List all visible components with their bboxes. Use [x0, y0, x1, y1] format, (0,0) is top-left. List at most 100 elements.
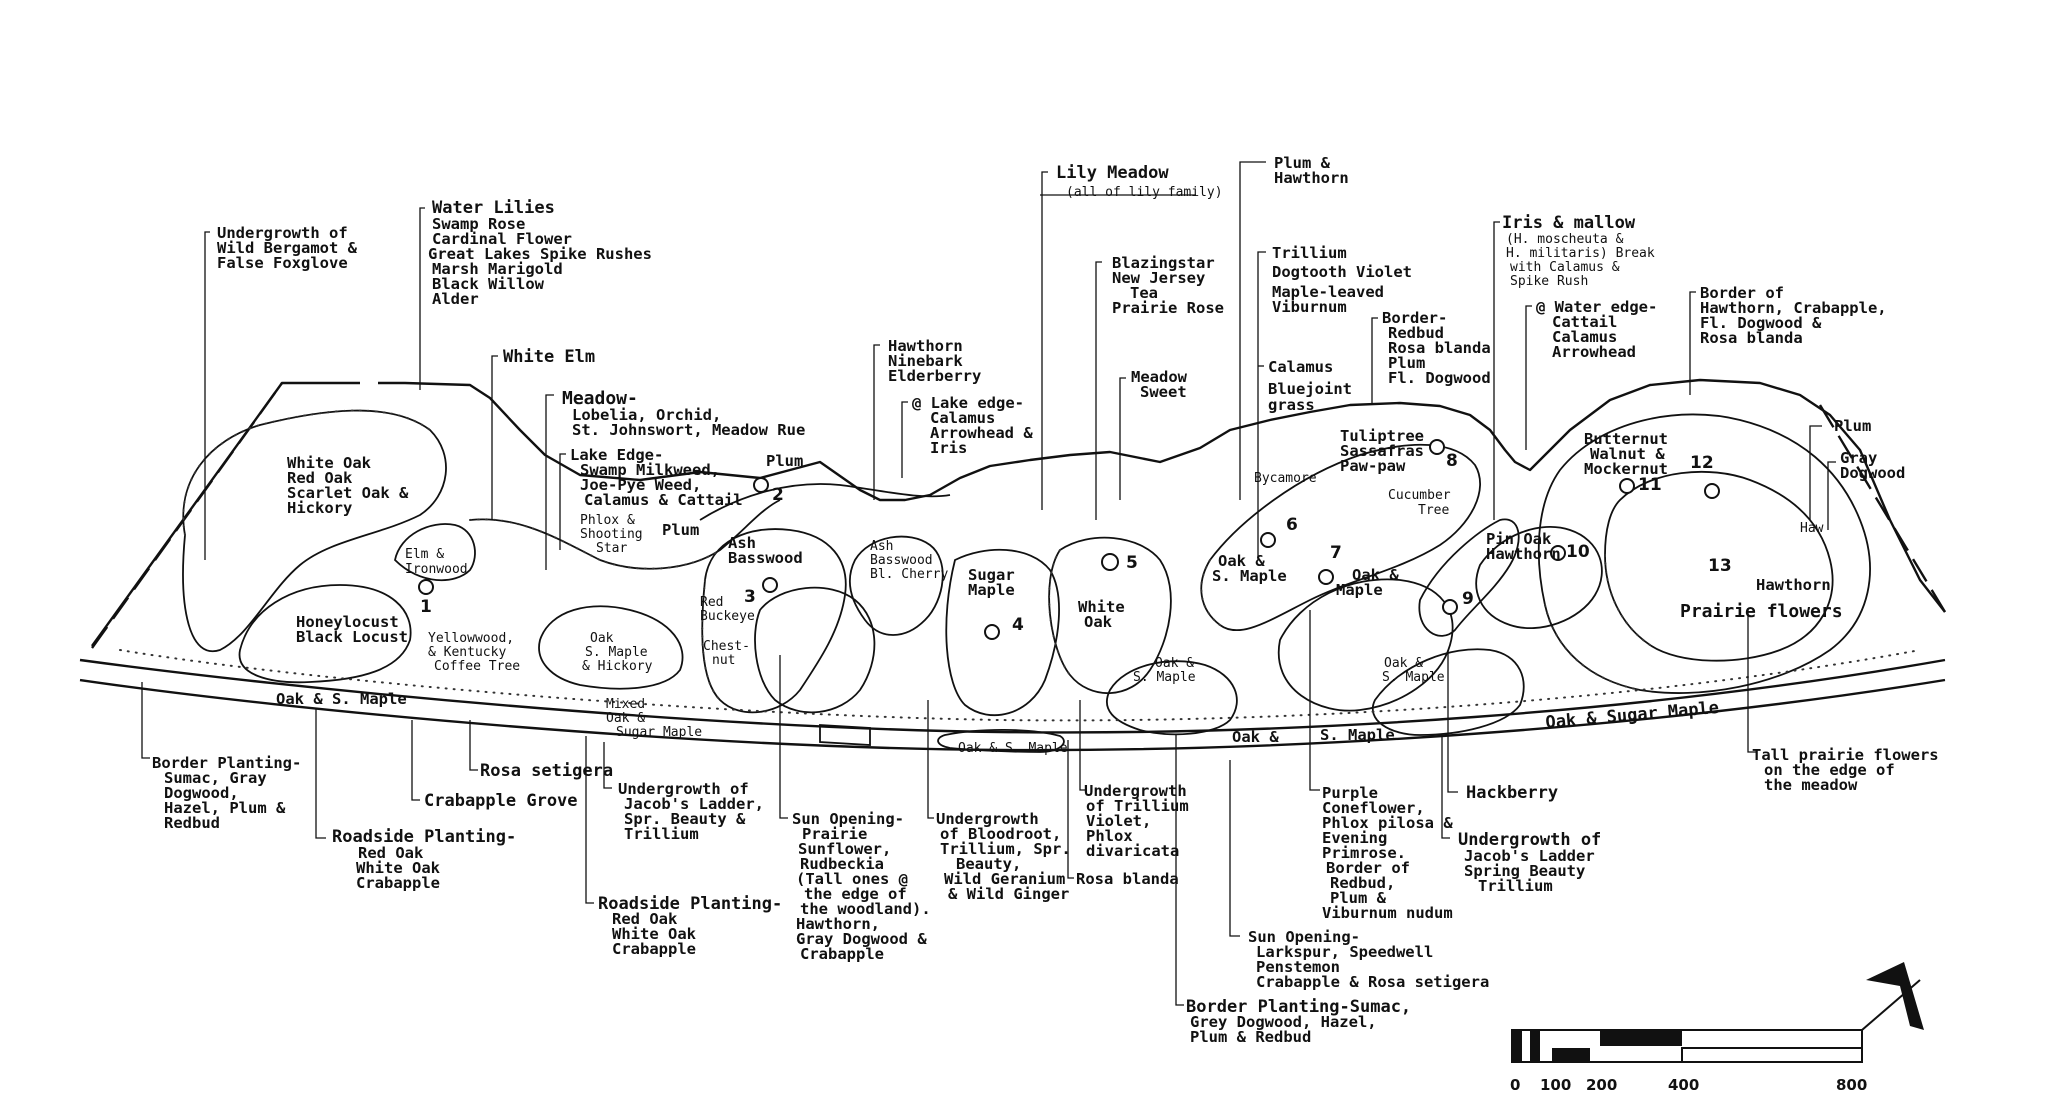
callout-border-hawthorn-line-1: Border of [1700, 284, 1784, 302]
zone-oak-maple-hickory-line-3: & Hickory [582, 659, 653, 674]
callout-bloodroot-line-3: Trillium, Spr. [940, 840, 1071, 858]
point-5-number: 5 [1126, 553, 1138, 573]
callout-trillium-line-3: Maple-leaved [1272, 283, 1384, 301]
callout-bergamot-line-3: False Foxglove [217, 254, 348, 272]
point-11-marker [1619, 478, 1635, 494]
zone-yellowwood-line-3: Coffee Tree [434, 659, 520, 674]
callout-white-elm: White Elm [503, 347, 595, 367]
zone-white-oak-mid-line-2: Oak [1084, 613, 1113, 631]
zone-bycamore: Bycamore [1254, 471, 1317, 486]
leader-larkspur [1229, 760, 1240, 937]
callout-rosa-setigera: Rosa setigera [480, 761, 613, 781]
callout-water-lilies-line-7: Alder [432, 290, 479, 308]
leader-border-hawthorn [1689, 291, 1696, 395]
zone-plum-mid: Plum [662, 521, 699, 539]
callout-roadside-1-line-4: Crabapple [356, 874, 440, 892]
white-oak-5-outline [1048, 536, 1172, 695]
woodland-outlines [119, 409, 1921, 753]
point-3-marker [762, 577, 778, 593]
callout-iris-mallow-line-3: H. militaris) Break [1506, 246, 1655, 261]
leader-lily-meadow [1040, 171, 1196, 510]
zone-sugar-maple-line-2: Maple [968, 581, 1015, 599]
zone-honeylocust-line-2: Black Locust [296, 628, 408, 646]
zone-elm-line-1: Elm & [405, 547, 444, 562]
leader-water-lilies [419, 207, 425, 390]
zone-butternut-line-1: Butternut [1584, 430, 1668, 448]
callout-water-edge-line-3: Calamus [1552, 328, 1617, 346]
callout-sun-prairie-line-1: Sun Opening- [792, 810, 904, 828]
callout-tall-prairie-line-2: on the edge of [1764, 761, 1895, 779]
leader-rosa-setigera [469, 720, 478, 771]
callout-sun-prairie-line-4: Rudbeckia [800, 855, 884, 873]
callout-meadow-line-3: St. Johnswort, Meadow Rue [572, 421, 805, 439]
callout-roadside-1-line-2: Red Oak [358, 844, 424, 862]
callout-border-sumac-line-5: Redbud [164, 814, 220, 832]
point-8-number: 8 [1446, 451, 1458, 471]
zone-road-oak-maple-left: Oak & S. Maple [276, 690, 407, 708]
leader-plum-right [1809, 425, 1822, 520]
sugar-maple-outline [945, 548, 1060, 717]
zone-mixed-oak-line-2: Oak & [606, 711, 645, 726]
point-9-marker [1442, 599, 1458, 615]
zone-chestnut-line-1: Chest- [703, 639, 750, 654]
top-callouts: Undergrowth of Wild Bergamot & False Fox… [204, 154, 1905, 570]
leader-white-elm [491, 355, 498, 520]
scale-tick-200: 200 [1586, 1076, 1617, 1094]
callout-roadside-2-line-1: Roadside Planting- [598, 894, 782, 914]
point-1-marker [418, 579, 434, 595]
zone-road-oak-maple-mid: Oak & S. Maple [958, 741, 1068, 756]
zone-butternut-line-3: Mockernut [1584, 460, 1668, 478]
point-7-number: 7 [1330, 543, 1342, 563]
callout-border-hawthorn-line-2: Hawthorn, Crabapple, [1700, 299, 1887, 317]
callout-bloodroot-line-2: of Bloodroot, [940, 825, 1061, 843]
callout-roadside-2-line-3: White Oak [612, 925, 697, 943]
leader-coneflower [1309, 610, 1320, 791]
zone-white-oak-line-1: White Oak [287, 454, 372, 472]
leader-bloodroot [927, 700, 934, 819]
callout-border-grey-line-3: Plum & Redbud [1190, 1028, 1311, 1046]
callout-water-lilies-line-4: Great Lakes Spike Rushes [428, 245, 652, 263]
callout-iris-mallow-line-1: Iris & mallow [1502, 213, 1636, 233]
leader-crabapple-grove [411, 720, 420, 801]
point-5-marker [1101, 553, 1119, 571]
callout-bloodroot-line-6: & Wild Ginger [948, 885, 1069, 903]
leader-border-sumac [141, 682, 150, 759]
callout-bergamot-line-2: Wild Bergamot & [217, 239, 358, 257]
callout-border-hawthorn-line-3: Fl. Dogwood & [1700, 314, 1822, 332]
callout-iris-mallow-line-4: with Calamus & [1510, 260, 1620, 275]
callout-calamus-line-2: Bluejoint [1268, 380, 1352, 398]
scale-tick-400: 400 [1668, 1076, 1699, 1094]
callout-meadow-sweet-line-1: Meadow [1131, 368, 1188, 386]
callout-water-lilies-line-2: Swamp Rose [432, 215, 525, 233]
oak-s-maple-bed [937, 728, 1065, 753]
outer-boundary-top [91, 378, 1946, 647]
callout-jacobs-2-line-1: Undergrowth of [1458, 830, 1601, 850]
zone-mixed-oak-line-1: Mixed [606, 697, 645, 712]
zone-cucumber-line-1: Cucumber [1388, 488, 1451, 503]
callout-border-redbud-line-1: Border- [1382, 309, 1447, 327]
callout-larkspur-line-1: Sun Opening- [1248, 928, 1360, 946]
callout-jacobs-2-line-4: Trillium [1478, 877, 1553, 895]
callout-gray-dogwood-line-2: Dogwood [1840, 464, 1905, 482]
point-12-number: 12 [1690, 453, 1714, 473]
callout-border-sumac-line-1: Border Planting- [152, 754, 301, 772]
zone-white-oak-mid-line-1: White [1078, 598, 1125, 616]
callout-jacobs-1-line-4: Trillium [624, 825, 699, 843]
callout-coneflower-line-7: Redbud, [1330, 874, 1395, 892]
callout-lake-edge-line-1: Lake Edge- [570, 446, 663, 464]
oak-maple-7-outline [1277, 578, 1454, 712]
callout-blazingstar-line-2: New Jersey [1112, 269, 1205, 287]
zone-pin-oak-line-2: Hawthorn [1486, 545, 1561, 563]
callout-coneflower-line-4: Evening [1322, 829, 1387, 847]
stipple-woodland-edge [182, 409, 1651, 701]
callout-roadside-2-line-2: Red Oak [612, 910, 678, 928]
stipple-road-edge [119, 649, 1921, 722]
callout-roadside-1-line-3: White Oak [356, 859, 441, 877]
zone-sugar-maple-line-1: Sugar [968, 566, 1015, 584]
lake-edge-9-outline [1418, 518, 1520, 637]
point-10-marker [1550, 545, 1566, 561]
point-10-number: 10 [1566, 542, 1590, 562]
callout-jacobs-2-line-2: Jacob's Ladder [1464, 847, 1595, 865]
zone-red-buckeye-line-2: Buckeye [700, 609, 755, 624]
callout-coneflower-line-1: Purple [1322, 784, 1378, 802]
